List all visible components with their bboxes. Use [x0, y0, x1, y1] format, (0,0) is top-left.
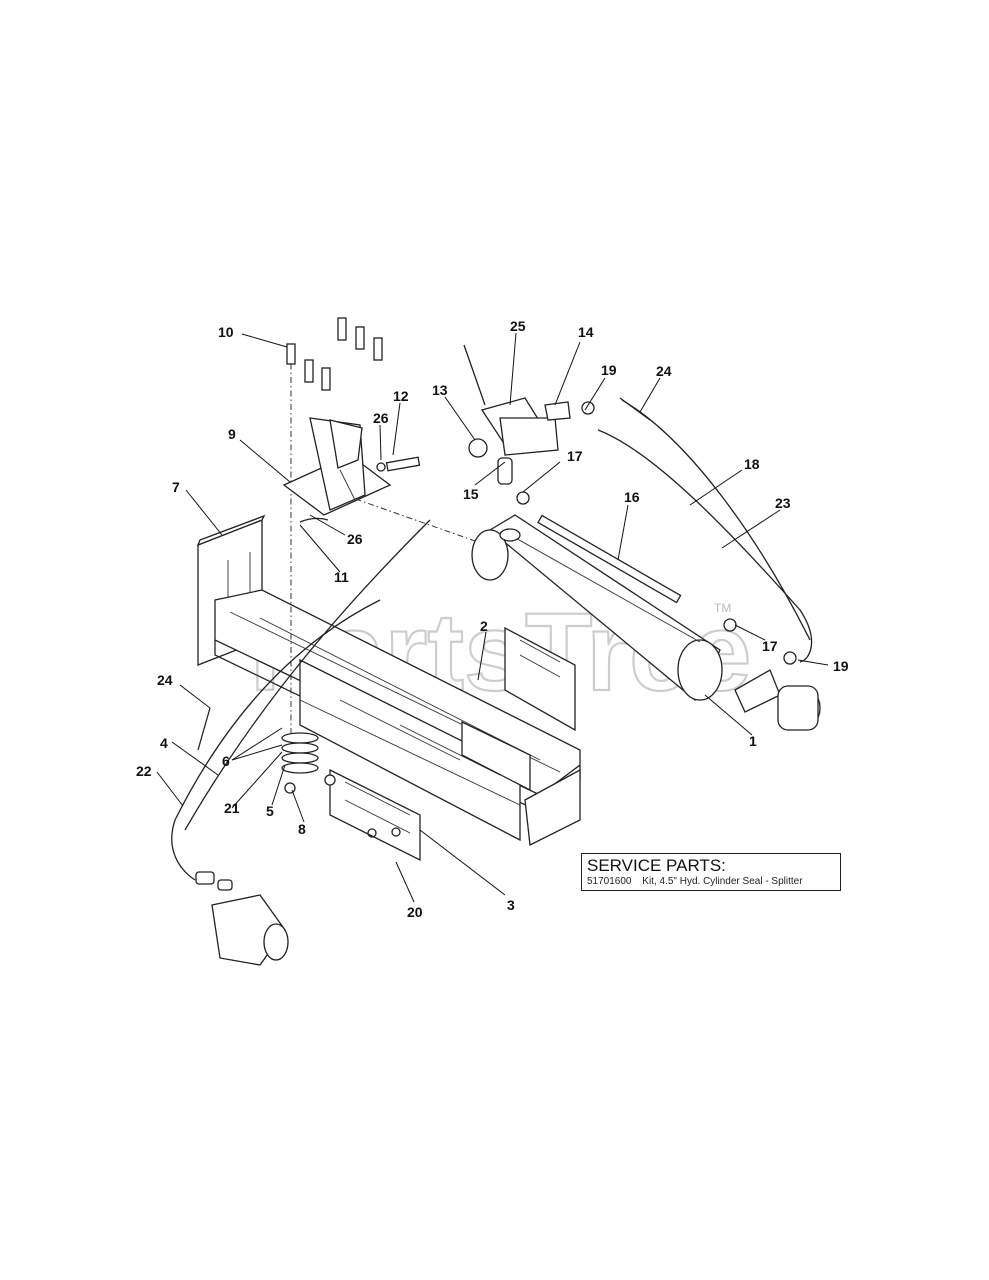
callout-8: 8 — [298, 821, 306, 837]
bolts-part-10 — [286, 317, 383, 391]
callout-25: 25 — [510, 318, 526, 334]
callout-24-left: 24 — [157, 672, 173, 688]
hydraulic-pump — [195, 871, 289, 966]
callout-22: 22 — [136, 763, 152, 779]
service-part-number: 51701600 — [587, 876, 632, 887]
filter-assembly — [734, 651, 821, 731]
callout-10: 10 — [218, 324, 234, 340]
callout-19-top: 19 — [601, 362, 617, 378]
callout-5: 5 — [266, 803, 274, 819]
callout-21: 21 — [224, 800, 240, 816]
hoses — [171, 397, 813, 881]
callout-17-right: 17 — [762, 638, 778, 654]
callout-4: 4 — [160, 735, 168, 751]
cylinder-bracket-part-2 — [461, 626, 576, 792]
callout-15: 15 — [463, 486, 479, 502]
callout-24-top: 24 — [656, 363, 672, 379]
callout-numbers: 10 25 14 19 24 13 12 26 9 17 15 18 7 16 … — [136, 318, 849, 920]
hydraulic-cylinder-part-16 — [471, 491, 737, 702]
callout-20: 20 — [407, 904, 423, 920]
callout-9: 9 — [228, 426, 236, 442]
callout-23: 23 — [775, 495, 791, 511]
callout-12: 12 — [393, 388, 409, 404]
wedge-assembly — [282, 417, 421, 523]
control-valve-assembly — [463, 344, 595, 485]
callout-16: 16 — [624, 489, 640, 505]
washer-stack — [281, 732, 336, 794]
callout-17-top: 17 — [567, 448, 583, 464]
callout-1: 1 — [749, 733, 757, 749]
callout-13: 13 — [432, 382, 448, 398]
service-part-row: 51701600 Kit, 4.5" Hyd. Cylinder Seal - … — [587, 875, 835, 888]
service-parts-title: SERVICE PARTS: — [587, 856, 726, 875]
service-parts-box: SERVICE PARTS: 51701600 Kit, 4.5" Hyd. C… — [581, 853, 841, 891]
slide-rails-part-3 — [329, 768, 421, 862]
callout-19-right: 19 — [833, 658, 849, 674]
callout-11: 11 — [334, 569, 349, 585]
callout-14: 14 — [578, 324, 594, 340]
watermark-trademark: TM — [714, 601, 731, 615]
callout-26-top: 26 — [373, 410, 389, 426]
service-part-description: Kit, 4.5" Hyd. Cylinder Seal - Splitter — [642, 876, 803, 887]
callout-18: 18 — [744, 456, 760, 472]
callout-7: 7 — [172, 479, 180, 495]
callout-2: 2 — [480, 618, 488, 634]
callout-26-bottom: 26 — [347, 531, 363, 547]
leader-lines — [156, 332, 829, 903]
callout-3: 3 — [507, 897, 515, 913]
callout-6: 6 — [222, 753, 230, 769]
